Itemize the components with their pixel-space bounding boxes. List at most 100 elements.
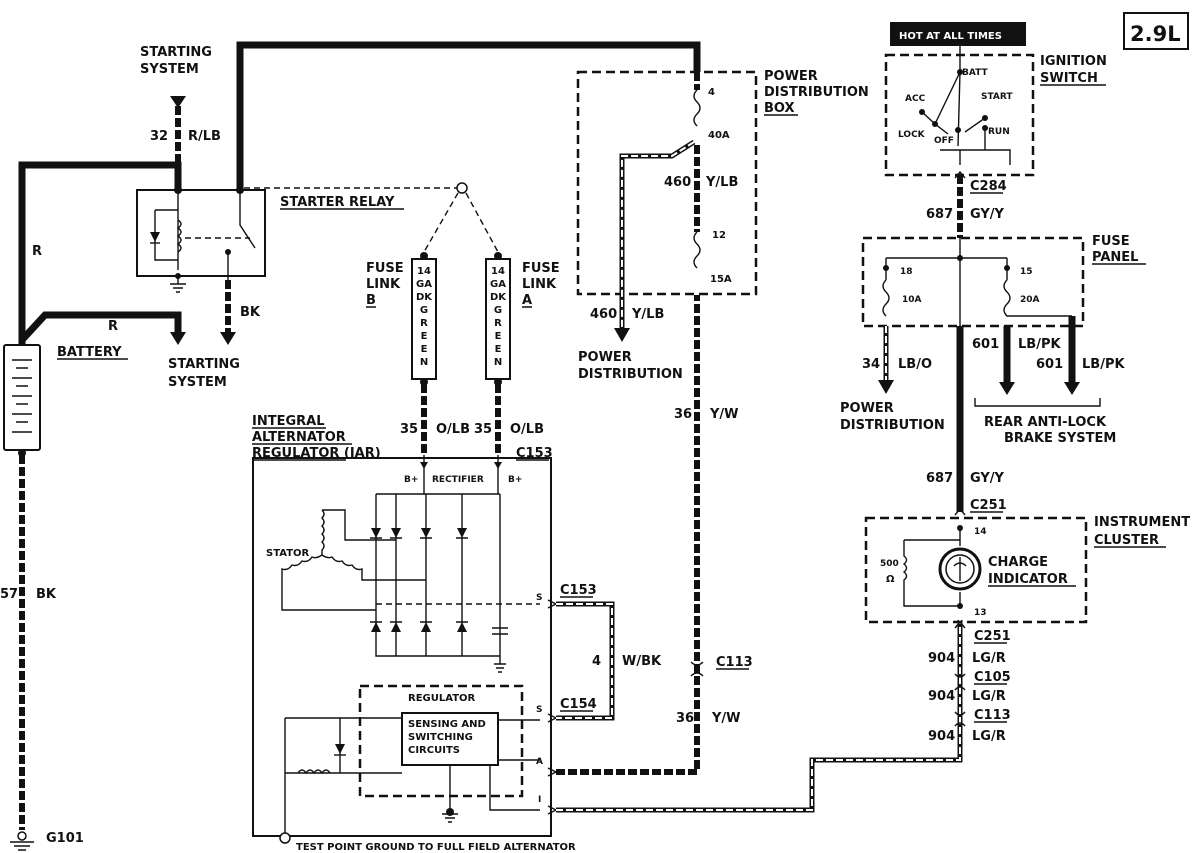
label-rectifier: RECTIFIER <box>432 475 484 485</box>
svg-text:R: R <box>494 318 502 329</box>
conn-c105: C105 <box>974 670 1011 685</box>
wire-bk-relay-label: BK <box>240 305 261 320</box>
svg-text:G: G <box>494 305 502 316</box>
label-sensing-1: SENSING AND <box>408 719 486 730</box>
label-g101: G101 <box>46 831 84 846</box>
fuse-link-a-text: 14 GA DK G R E E N <box>490 266 507 368</box>
pin-b-left: B+ <box>404 475 418 485</box>
pos-start: START <box>981 92 1013 102</box>
label-pdb-2: DISTRIBUTION <box>764 85 869 100</box>
relay-coil-wiring <box>154 194 179 270</box>
charge-indicator-lamp <box>938 547 982 591</box>
wire-601b-color: LB/PK <box>1082 357 1125 372</box>
arrow-starting-system-bottom <box>170 332 186 345</box>
svg-text:DK: DK <box>416 292 433 303</box>
label-fuse-link-b-3: B <box>366 293 376 308</box>
wire-601a-num: 601 <box>972 337 999 352</box>
test-point <box>279 832 291 844</box>
iar-box <box>252 457 552 837</box>
conn-c251-b: C251 <box>974 629 1011 644</box>
wire-57-num: 57 <box>0 587 18 602</box>
pos-lock: LOCK <box>898 130 926 140</box>
svg-text:E: E <box>495 331 502 342</box>
battery-symbol <box>3 344 41 451</box>
label-ignition-1: IGNITION <box>1040 54 1107 69</box>
label-fuse-link-a-1: FUSE <box>522 261 560 276</box>
label-sensing-3: CIRCUITS <box>408 745 460 756</box>
label-sensing-2: SWITCHING <box>408 732 473 743</box>
svg-text:R: R <box>420 318 428 329</box>
label-battery: BATTERY <box>57 345 122 360</box>
relay-diode <box>150 232 160 242</box>
wire-904c-num: 904 <box>928 729 955 744</box>
svg-text:G: G <box>420 305 428 316</box>
engine-badge-box <box>1123 12 1189 50</box>
relay-coil <box>176 219 182 253</box>
wire-r-battery-relay <box>18 161 182 345</box>
wire-32-color: R/LB <box>188 129 221 144</box>
pos-acc: ACC <box>905 94 926 104</box>
pos-off: OFF <box>934 136 954 146</box>
svg-text:DK: DK <box>490 292 507 303</box>
label-starter-relay: STARTER RELAY <box>280 195 395 210</box>
label-cluster-1: INSTRUMENT <box>1094 515 1190 530</box>
label-iar-3: REGULATOR (IAR) <box>252 446 381 461</box>
label-pd-right-1: POWER <box>840 401 894 416</box>
wire-35-a-num: 35 <box>474 422 492 437</box>
pin-s2: S <box>536 705 542 715</box>
wire-601b-num: 601 <box>1036 357 1063 372</box>
wire-687-bot-color: GY/Y <box>970 471 1005 486</box>
rectifier-diodes <box>371 528 467 632</box>
svg-text:GA: GA <box>416 279 432 290</box>
power-distribution-box <box>576 70 758 296</box>
svg-text:GA: GA <box>490 279 506 290</box>
label-stator: STATOR <box>266 548 310 559</box>
conn-c251-a: C251 <box>970 498 1007 513</box>
wire-687-top-color: GY/Y <box>970 207 1005 222</box>
wire-35-a-color: O/LB <box>510 422 544 437</box>
wire-687-top-num: 687 <box>926 207 953 222</box>
relay-term-2 <box>236 186 244 194</box>
wire-460 <box>619 139 696 330</box>
fuse-panel-box <box>861 236 1085 328</box>
wire-36 <box>556 295 700 775</box>
instrument-cluster-box <box>864 516 1088 624</box>
svg-text:E: E <box>495 344 502 355</box>
pin-fp-20a: 20A <box>1020 295 1040 305</box>
rectifier-bridge <box>375 494 501 657</box>
svg-text:E: E <box>421 344 428 355</box>
wire-904b-color: LG/R <box>972 689 1006 704</box>
wire-460-out-color: Y/LB <box>631 307 664 322</box>
pin-pdb-40a: 40A <box>708 130 730 141</box>
label-fuse-link-b-1: FUSE <box>366 261 404 276</box>
wire-687-bot-num: 687 <box>926 471 953 486</box>
label-regulator: REGULATOR <box>408 693 476 704</box>
label-pdb-1: POWER <box>764 69 818 84</box>
wire-601a-color: LB/PK <box>1018 337 1061 352</box>
wire-r-bottom: R <box>108 319 118 334</box>
svg-text:14: 14 <box>491 266 505 277</box>
wire-904a-color: LG/R <box>972 651 1006 666</box>
conn-c113-a: C113 <box>716 655 753 670</box>
wire-36-top-color: Y/W <box>709 407 739 422</box>
pin-pdb-15a: 15A <box>710 274 732 285</box>
wire-460-box-num: 460 <box>664 175 691 190</box>
engine-badge: 2.9L <box>1130 22 1181 46</box>
pin-pdb-12: 12 <box>712 230 726 241</box>
label-fuse-panel-1: FUSE <box>1092 234 1130 249</box>
fuse-panel-fuses <box>882 279 1072 317</box>
pin-ic-14: 14 <box>974 527 987 537</box>
wire-4-num: 4 <box>592 654 601 669</box>
wire-904c-color: LG/R <box>972 729 1006 744</box>
label-ignition-2: SWITCH <box>1040 71 1098 86</box>
starter-relay-box <box>136 189 266 277</box>
wire-4-color: W/BK <box>622 654 662 669</box>
field-coil <box>297 769 331 775</box>
pdb-fuses <box>693 89 701 269</box>
wire-36-top-num: 36 <box>674 407 692 422</box>
wire-460-box-color: Y/LB <box>705 175 738 190</box>
label-starting-system-top-2: SYSTEM <box>140 62 199 77</box>
conn-c113-b: C113 <box>974 708 1011 723</box>
ground-g101 <box>17 831 27 841</box>
